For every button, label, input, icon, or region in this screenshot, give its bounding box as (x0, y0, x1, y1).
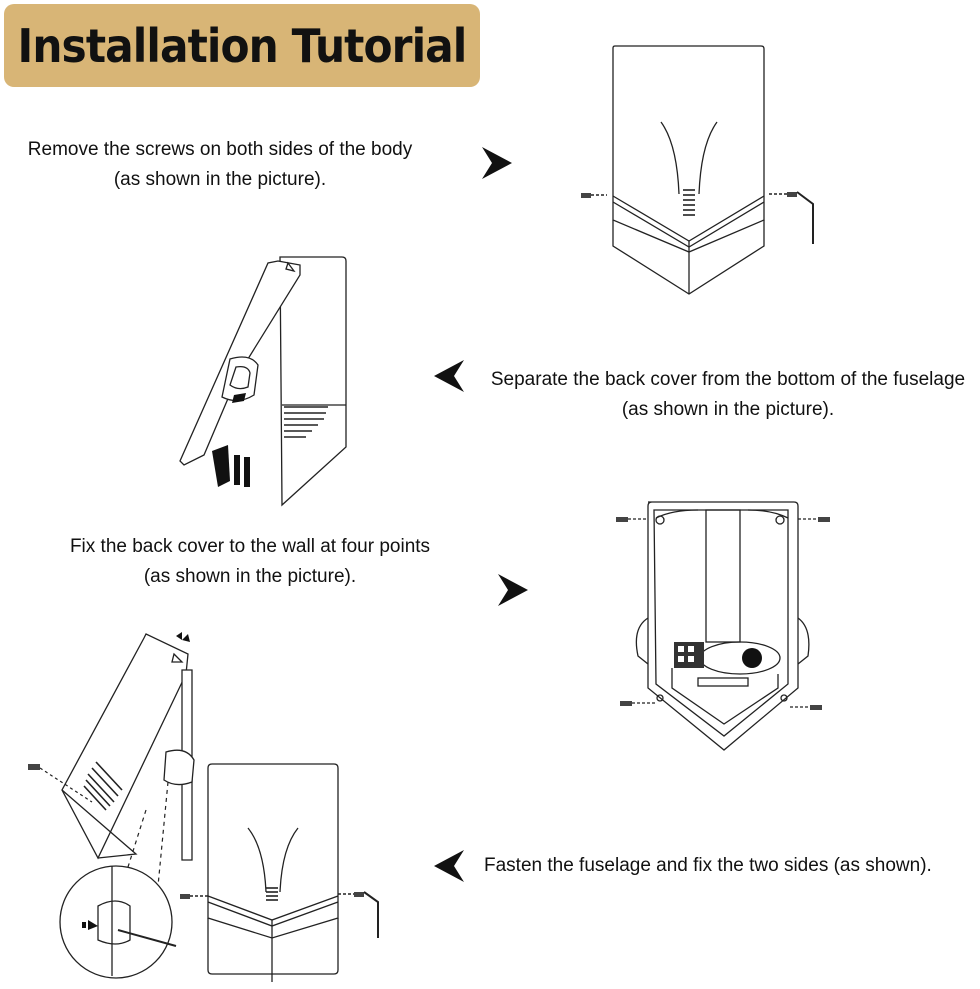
arrow-left-icon (434, 360, 464, 392)
arrow-right-icon (498, 574, 528, 606)
arrow-left-icon (434, 850, 464, 882)
step-3-line-2: (as shown in the picture). (143, 566, 357, 587)
step-2-line-2: (as shown in the picture). (621, 399, 835, 420)
step-4-line-1: Fasten the fuselage and fix the two side… (484, 855, 932, 876)
dryer-front-figure (581, 45, 814, 295)
step-2-text: Separate the back cover from the bottom … (478, 365, 978, 425)
fasten-fuselage-figure (28, 632, 379, 982)
title-banner: Installation Tutorial (4, 4, 480, 87)
step-2-line-1: Separate the back cover from the bottom … (490, 369, 966, 390)
step-1-line-2: (as shown in the picture). (113, 169, 327, 190)
step-1-line-1: Remove the screws on both sides of the b… (27, 139, 413, 160)
arrow-right-icon (482, 147, 512, 179)
back-cover-separation-figure (179, 256, 347, 507)
step-3-line-1: Fix the back cover to the wall at four p… (69, 536, 431, 557)
page-title: Installation Tutorial (17, 18, 468, 73)
step-1-text: Remove the screws on both sides of the b… (12, 135, 428, 195)
step-4-text: Fasten the fuselage and fix the two side… (484, 851, 944, 881)
step-3-text: Fix the back cover to the wall at four p… (40, 532, 460, 592)
back-cover-wall-figure (616, 501, 830, 751)
